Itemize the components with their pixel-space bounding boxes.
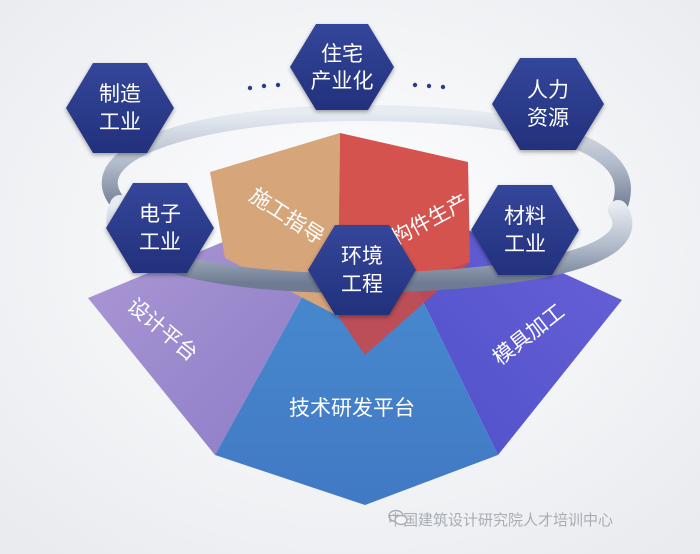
ring-back xyxy=(101,104,631,218)
hex-electronics-line2: 工业 xyxy=(139,230,181,254)
hex-human-resources-line2: 资源 xyxy=(527,106,569,130)
hex-materials-line1: 材料 xyxy=(504,204,546,228)
hexagon-shape xyxy=(66,63,174,153)
hexagon-shape xyxy=(492,58,604,150)
construction-guidance-face xyxy=(210,133,340,316)
hex-human-resources: 人力 资源 xyxy=(492,58,604,150)
watermark: 中国建筑设计研究院人才培训中心 xyxy=(388,509,613,530)
rd-platform-label: 技术研发平台 xyxy=(289,396,415,420)
dotted-connector-right xyxy=(412,82,446,90)
hexagon-shape xyxy=(106,183,214,273)
hex-environment-line2: 工程 xyxy=(341,272,383,296)
hex-electronics-line1: 电子 xyxy=(139,202,181,226)
hexagon-shape xyxy=(471,185,579,275)
hex-manufacturing-line1: 制造 xyxy=(99,82,141,106)
hex-residential: 住宅 产业化 xyxy=(290,24,394,110)
hex-materials: 材料 工业 xyxy=(471,185,579,275)
hex-residential-line1: 住宅 xyxy=(321,42,363,66)
hex-human-resources-line1: 人力 xyxy=(527,78,569,102)
watermark-text: 中国建筑设计研究院人才培训中心 xyxy=(388,511,614,529)
dotted-connector-left xyxy=(247,82,281,91)
rd-platform-face xyxy=(215,183,498,505)
hexagon-shape xyxy=(290,24,394,110)
hex-manufacturing-line2: 工业 xyxy=(99,110,141,134)
hex-environment: 环境 工程 xyxy=(308,225,416,315)
hexagon-shape xyxy=(308,225,416,315)
hex-materials-line2: 工业 xyxy=(504,232,546,256)
chat-bubble-icon xyxy=(388,509,408,526)
hex-environment-line1: 环境 xyxy=(341,244,383,268)
hex-residential-line2: 产业化 xyxy=(311,69,374,93)
hex-electronics: 电子 工业 xyxy=(106,183,214,273)
hex-manufacturing: 制造 工业 xyxy=(66,63,174,153)
